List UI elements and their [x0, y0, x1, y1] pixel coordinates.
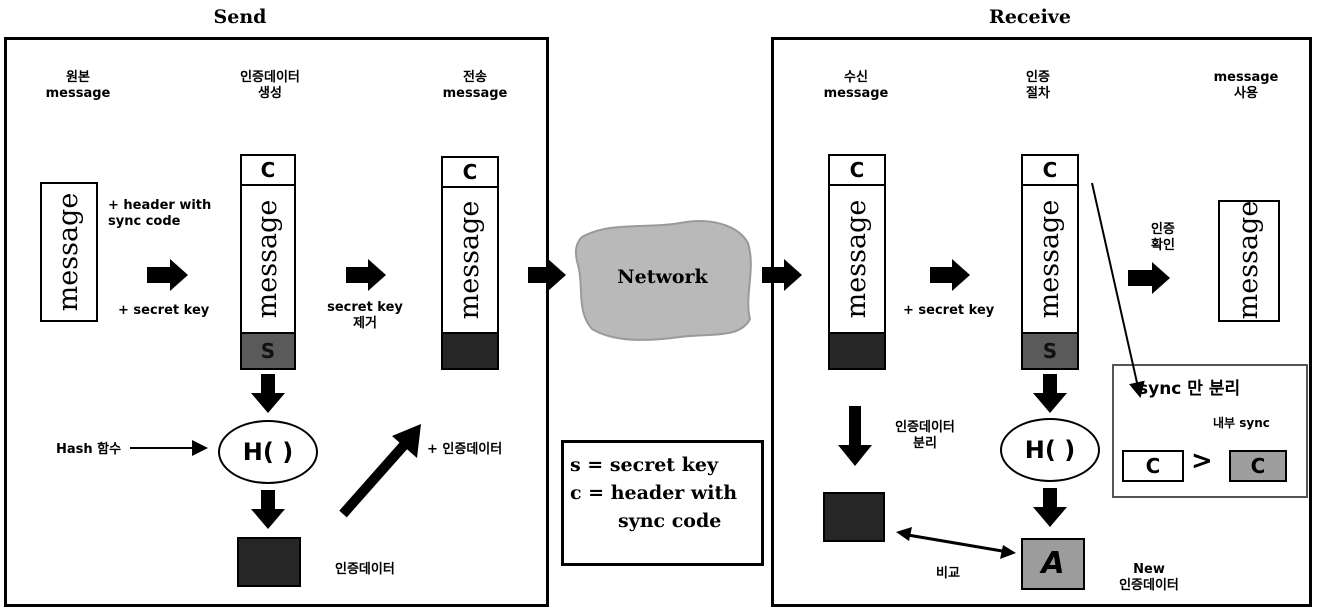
sync-c-cell: C — [1122, 450, 1184, 482]
send-stack2-auth-cell — [441, 332, 499, 370]
send-hash-function: H( ) — [218, 420, 318, 484]
receive-title: Receive — [989, 6, 1071, 28]
new-auth-data-block: A — [1021, 538, 1085, 590]
plus-secret-key-label: + secret key — [118, 303, 210, 318]
network-label: Network — [617, 266, 708, 288]
hash-function-label: Hash 함수 — [56, 442, 122, 457]
down-arrow-icon — [1033, 488, 1067, 527]
new-auth-data-label: New 인증데이터 — [1119, 562, 1179, 593]
auth-confirm-label: 인증 확인 — [1151, 222, 1175, 253]
recv-stack2-message-box — [1021, 184, 1079, 334]
right-arrow-icon — [147, 259, 188, 291]
header-with-sync-label: + header with sync code — [108, 198, 212, 229]
receive-panel — [771, 37, 1312, 607]
send-stack1-c-cell: C — [240, 154, 296, 186]
final-message-box — [1218, 200, 1280, 322]
receive-col1-label: 수신 message — [823, 70, 889, 101]
network-cloud — [574, 220, 752, 341]
send-auth-data-label: 인증데이터 — [335, 562, 395, 577]
send-col1-label: 원본 message — [45, 70, 111, 101]
right-arrow-icon — [1128, 262, 1170, 294]
down-arrow-icon — [251, 374, 285, 413]
internal-sync-label: 내부 sync — [1213, 416, 1270, 430]
legend-header-sync: c = header with — [570, 482, 738, 504]
right-arrow-icon — [930, 259, 970, 291]
send-col2-label: 인증데이터 생성 — [240, 70, 300, 101]
send-stack1-s-cell: S — [240, 332, 296, 370]
recv-plus-secret-key-label: + secret key — [903, 303, 995, 318]
send-stack2-message-box — [441, 186, 499, 334]
legend-secret-key: s = secret key — [570, 454, 718, 476]
legend-sync-code: sync code — [618, 510, 722, 532]
receive-col3-label: message 사용 — [1213, 70, 1279, 101]
internal-sync-c-cell: C — [1229, 450, 1287, 482]
right-arrow-icon — [346, 259, 386, 291]
sync-extract-arrow — [1091, 182, 1145, 398]
receive-col2-label: 인증 절차 — [1026, 70, 1050, 101]
send-stack2-c-cell: C — [441, 156, 499, 188]
recv-extracted-auth-data — [823, 492, 885, 542]
auth-separate-label: 인증데이터 분리 — [895, 420, 955, 451]
down-arrow-icon — [838, 406, 872, 466]
secret-key-remove-label: secret key 제거 — [327, 300, 403, 331]
send-auth-data-block — [237, 537, 301, 587]
send-panel — [4, 37, 549, 607]
plus-auth-data-label: + 인증데이터 — [427, 442, 503, 457]
down-arrow-icon — [1033, 374, 1067, 413]
greater-than-symbol: > — [1191, 446, 1213, 476]
recv-stack1-auth-cell — [828, 332, 886, 370]
sync-separate-title: sync 만 분리 — [1138, 379, 1241, 399]
send-title: Send — [213, 6, 267, 28]
diagonal-arrow-icon — [339, 424, 421, 518]
down-arrow-icon — [251, 490, 285, 529]
compare-arrow-icon — [896, 527, 1016, 559]
recv-stack2-s-cell: S — [1021, 332, 1079, 370]
legend-box: s = secret key c = header with sync code — [561, 440, 764, 566]
right-arrow-icon — [528, 259, 566, 291]
compare-label: 비교 — [936, 566, 960, 581]
right-arrow-icon — [762, 259, 802, 291]
original-message-box — [40, 182, 98, 322]
recv-hash-function: H( ) — [1000, 418, 1100, 482]
send-col3-label: 전송 message — [442, 70, 508, 101]
